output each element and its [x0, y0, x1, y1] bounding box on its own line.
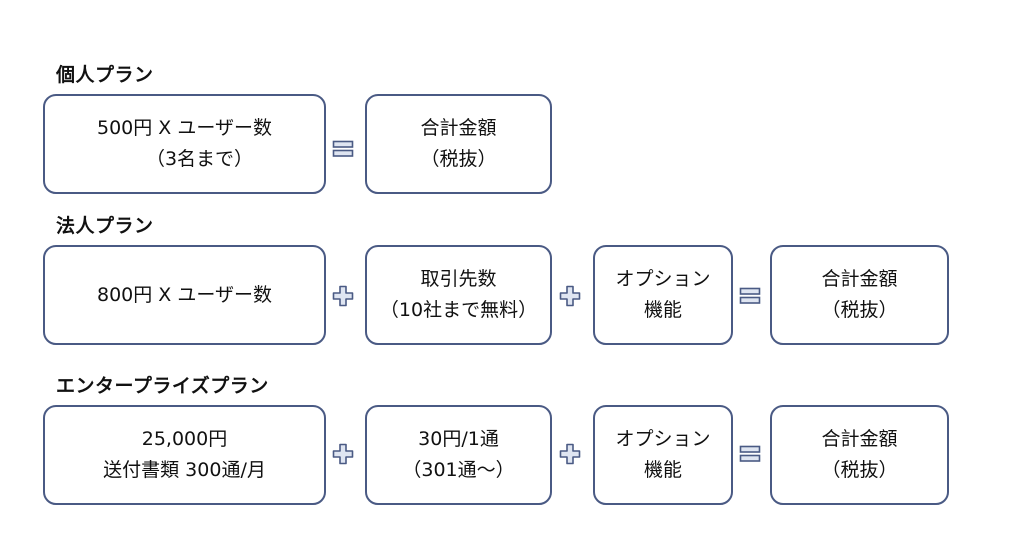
- corporate-user-fee-box: 800円 X ユーザー数: [43, 245, 326, 345]
- box-line: 800円 X ユーザー数: [97, 283, 272, 306]
- box-line: （3名まで）: [145, 148, 254, 170]
- enterprise-base-fee-box: 25,000円 送付書類 300通/月: [43, 405, 326, 505]
- enterprise-extra-docs-box: 30円/1通 （301通〜）: [365, 405, 552, 505]
- box-line: （税抜）: [420, 148, 497, 170]
- box-line: オプション: [615, 428, 711, 450]
- plan-title-personal: 個人プラン: [56, 64, 154, 86]
- personal-total-box: 合計金額 （税抜）: [365, 94, 552, 194]
- corporate-total-box: 合計金額 （税抜）: [770, 245, 949, 345]
- box-line: （税抜）: [821, 459, 898, 481]
- box-line: 合計金額: [420, 117, 497, 139]
- plus-icon: [332, 285, 354, 307]
- equals-icon: [332, 138, 354, 160]
- plan-title-enterprise: エンタープライズプラン: [56, 375, 269, 397]
- box-line: （税抜）: [821, 299, 898, 321]
- corporate-options-box: オプション 機能: [593, 245, 733, 345]
- plan-title-corporate: 法人プラン: [56, 215, 154, 237]
- box-line: 500円 X ユーザー数: [97, 117, 272, 139]
- box-line: 25,000円: [141, 428, 228, 450]
- personal-user-fee-box: 500円 X ユーザー数 （3名まで）: [43, 94, 326, 194]
- box-line: 合計金額: [821, 428, 898, 450]
- plus-icon: [559, 443, 581, 465]
- enterprise-options-box: オプション 機能: [593, 405, 733, 505]
- enterprise-total-box: 合計金額 （税抜）: [770, 405, 949, 505]
- plus-icon: [332, 443, 354, 465]
- box-line: 送付書類 300通/月: [103, 459, 266, 481]
- box-line: 30円/1通: [418, 428, 499, 450]
- box-line: 機能: [643, 459, 682, 481]
- box-line: 取引先数: [420, 268, 497, 290]
- equals-icon: [739, 443, 761, 465]
- corporate-partners-box: 取引先数 （10社まで無料）: [365, 245, 552, 345]
- equals-icon: [739, 285, 761, 307]
- box-line: 機能: [643, 299, 682, 321]
- plus-icon: [559, 285, 581, 307]
- box-line: オプション: [615, 268, 711, 290]
- box-line: （301通〜）: [402, 459, 515, 481]
- box-line: （10社まで無料）: [379, 299, 538, 321]
- box-line: 合計金額: [821, 268, 898, 290]
